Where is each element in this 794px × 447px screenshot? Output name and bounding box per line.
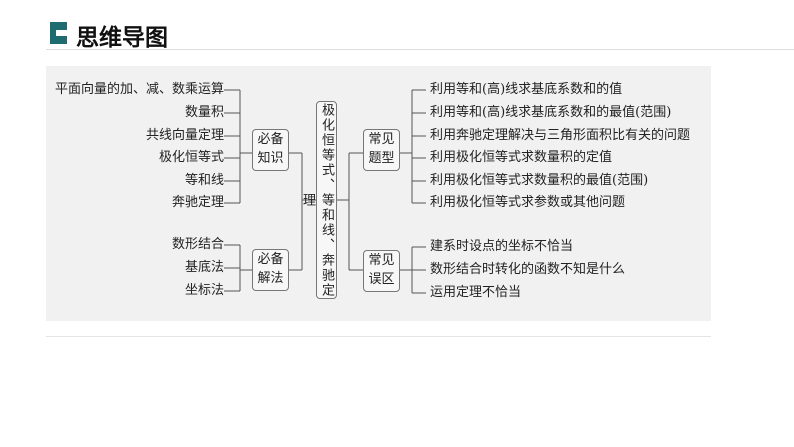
knowledge-node: 必备 知识 <box>252 129 289 171</box>
node-label: 知识 <box>257 151 284 166</box>
type-item: 利用极化恒等式求参数或其他问题 <box>430 195 626 210</box>
node-label: 常见 <box>368 253 395 268</box>
node-label: 误区 <box>368 272 395 287</box>
method-item: 数形结合 <box>171 237 224 252</box>
mistake-item: 建系时设点的坐标不恰当 <box>430 239 574 254</box>
type-item: 利用极化恒等式求数量积的定值 <box>430 150 613 165</box>
type-item: 利用极化恒等式求数量积的最值(范围) <box>430 173 649 188</box>
type-item: 利用等和(高)线求基底系数和的最值(范围) <box>430 105 672 120</box>
knowledge-item: 奔驰定理 <box>171 195 224 210</box>
page-title: 思维导图 <box>76 25 168 51</box>
methods-node: 必备 解法 <box>252 249 289 291</box>
method-item: 坐标法 <box>184 283 224 298</box>
method-item: 基底法 <box>184 260 224 275</box>
knowledge-item: 等和线 <box>184 173 224 188</box>
divider <box>46 336 711 337</box>
knowledge-item: 平面向量的加、减、数乘运算 <box>54 82 224 97</box>
node-label: 解法 <box>257 271 284 286</box>
mistakes-node: 常见 误区 <box>363 250 400 292</box>
node-label: 必备 <box>257 132 284 147</box>
node-label: 题型 <box>368 151 395 166</box>
knowledge-item: 极化恒等式 <box>158 150 224 165</box>
types-node: 常见 题型 <box>363 129 400 171</box>
node-label: 常见 <box>368 132 395 147</box>
divider <box>46 49 794 50</box>
mistake-item: 数形结合时转化的函数不知是什么 <box>430 262 626 277</box>
type-item: 利用等和(高)线求基底系数和的值 <box>430 82 623 97</box>
knowledge-item: 数量积 <box>184 105 224 120</box>
section-square-icon <box>50 22 67 44</box>
center-node: 极化恒等式、等和线、奔驰定理 <box>300 101 337 299</box>
node-label: 必备 <box>257 252 284 267</box>
knowledge-item: 共线向量定理 <box>145 128 224 143</box>
type-item: 利用奔驰定理解决与三角形面积比有关的问题 <box>430 128 691 143</box>
mistake-item: 运用定理不恰当 <box>430 285 522 300</box>
